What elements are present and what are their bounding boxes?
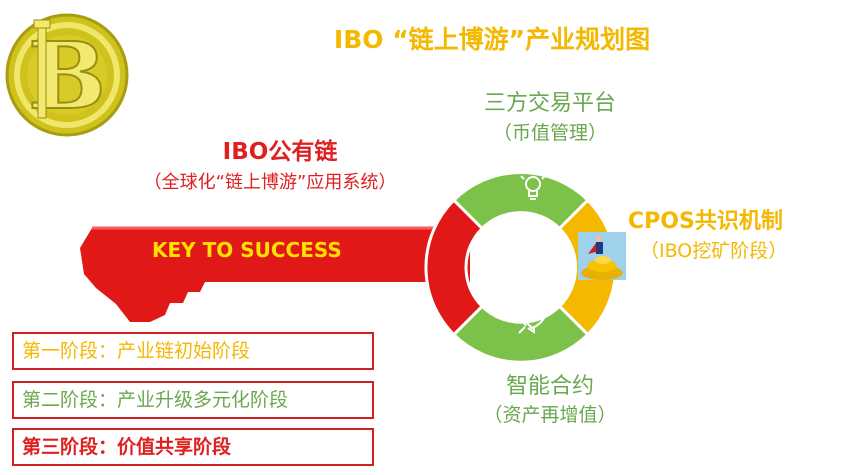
right-segment-title: CPOS共识机制 <box>628 209 783 234</box>
segment-top <box>451 171 590 231</box>
coin-pile-image <box>578 232 626 280</box>
bottom-segment-title: 智能合约 <box>505 374 594 399</box>
segment-left <box>424 198 485 337</box>
page-title: IBO “链上博游”产业规划图 <box>333 25 651 54</box>
key-subtitle: （全球化“链上博游”应用系统） <box>143 172 397 193</box>
lightbulb-icon <box>520 170 546 200</box>
ring <box>424 171 618 364</box>
stage-1-box: 第一阶段：产业链初始阶段 <box>12 332 374 370</box>
top-segment-subtitle: （币值管理） <box>492 122 607 144</box>
right-segment-subtitle: （IBO挖矿阶段） <box>640 240 788 262</box>
stage-2-box: 第二阶段：产业升级多元化阶段 <box>12 381 374 419</box>
stage-3-box: 第三阶段：价值共享阶段 <box>12 428 374 466</box>
key-label: KEY TO SUCCESS <box>152 238 342 262</box>
rocket-icon <box>518 306 548 334</box>
segment-bottom <box>451 304 590 364</box>
key-shape <box>80 226 470 322</box>
top-segment-title: 三方交易平台 <box>483 91 616 116</box>
ibo-logo: B <box>5 13 129 137</box>
key-title: IBO公有链 <box>222 139 338 165</box>
bottom-segment-subtitle: （资产再增值） <box>483 404 617 426</box>
